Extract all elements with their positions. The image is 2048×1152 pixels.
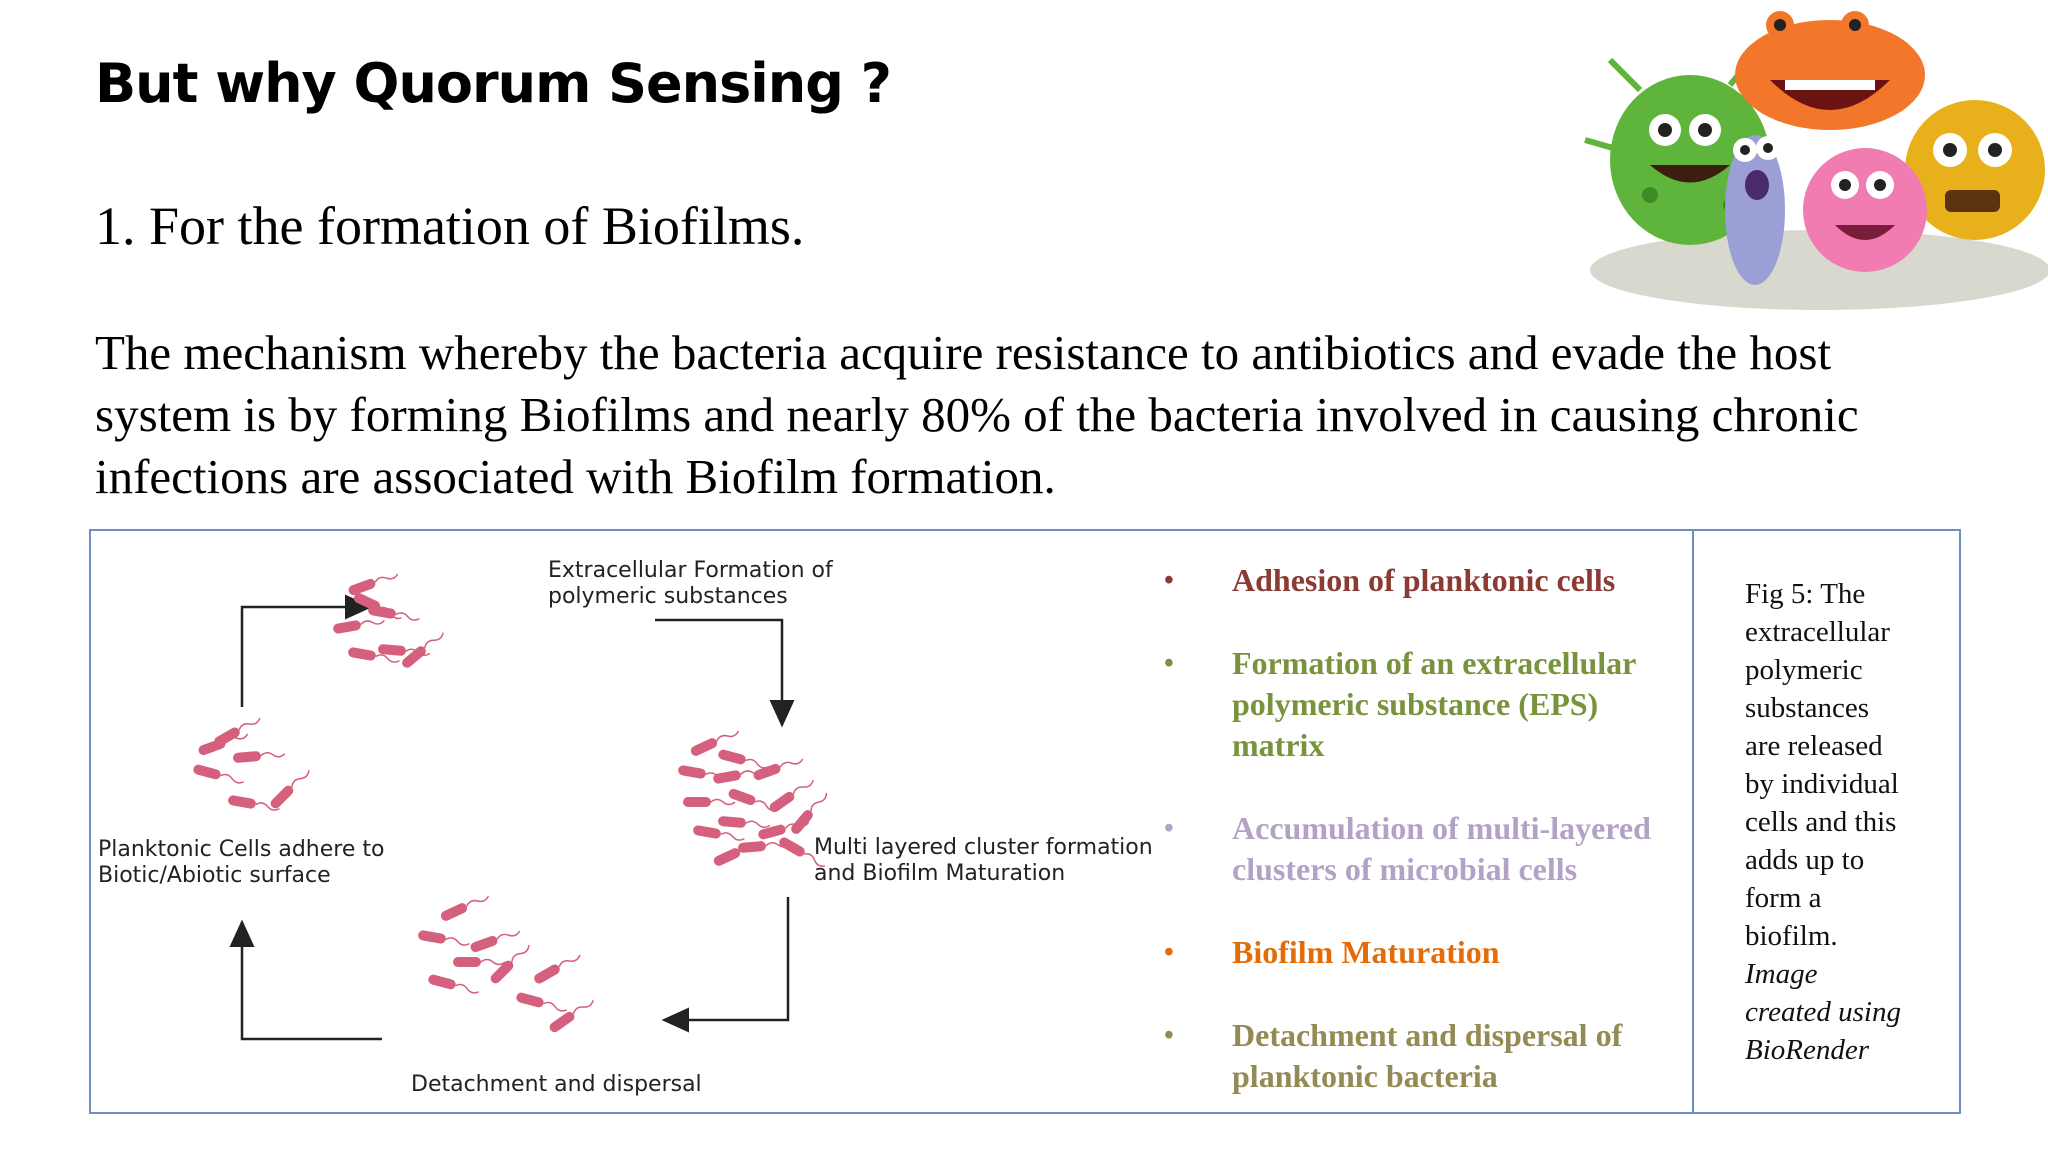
stage-item: •Adhesion of planktonic cells — [1160, 560, 1700, 601]
orange-monster — [1735, 11, 1925, 130]
bacterium — [753, 758, 804, 781]
bacterium — [402, 632, 444, 668]
bacterium — [690, 730, 740, 756]
caption-credit: Image created using BioRender — [1745, 958, 1901, 1066]
arrow-left-to-top — [240, 594, 373, 707]
figure-frame — [89, 529, 1961, 1114]
biofilm-cycle-diagram: Extracellular Formation of polymeric sub… — [92, 532, 1172, 1110]
label-detachment: Detachment and dispersal — [411, 1072, 702, 1097]
paragraph-line: The mechanism whereby the bacteria acqui… — [95, 325, 1832, 380]
slide-subtitle: 1. For the formation of Biofilms. — [95, 196, 805, 256]
label-multilayer-maturation: Multi layered cluster formation and Biof… — [814, 835, 1153, 886]
bacterium — [214, 717, 261, 747]
bacterium — [193, 764, 245, 784]
bacterium — [516, 992, 568, 1012]
stage-item: •Biofilm Maturation — [1160, 932, 1700, 973]
bacterium — [718, 816, 771, 829]
bullet: • — [1164, 648, 1174, 679]
yellow-monster — [1905, 100, 2045, 240]
bacterium — [348, 647, 400, 663]
label-eps-formation: Extracellular Formation of polymeric sub… — [548, 558, 833, 609]
cycle-svg — [193, 573, 828, 1041]
bacterium — [228, 795, 280, 811]
figure-caption: Fig 5: The extracellular polymeric subst… — [1745, 575, 1950, 1069]
bacterium — [428, 974, 480, 994]
bacterium — [779, 837, 826, 867]
paragraph-line: system is by forming Biofilms and nearly… — [95, 387, 1859, 442]
bacterium — [418, 930, 470, 946]
cartoon-bacteria-illustration — [1584, 11, 2048, 310]
figure-divider — [1692, 529, 1694, 1114]
intro-paragraph: The mechanism whereby the bacteria acqui… — [95, 322, 1995, 508]
slide-title: But why Quorum Sensing ? — [95, 52, 892, 115]
bacterium — [693, 825, 745, 841]
bullet: • — [1164, 813, 1174, 844]
bullet: • — [1164, 1020, 1174, 1051]
bacterium — [470, 930, 521, 953]
purple-monster — [1725, 135, 1785, 285]
label-planktonic-adhesion: Planktonic Cells adhere to Biotic/Abioti… — [98, 837, 385, 888]
arrow-top-to-right — [655, 618, 795, 728]
arrow-bottom-to-left — [229, 919, 382, 1041]
biofilm-stages-list: •Adhesion of planktonic cells •Formation… — [1160, 560, 1700, 1139]
bacterium — [270, 770, 310, 809]
bacterium — [683, 797, 736, 807]
bacterium — [348, 573, 399, 596]
bullet: • — [1164, 937, 1174, 968]
bacterium — [353, 593, 402, 620]
bacterium — [549, 999, 594, 1033]
bacterium — [333, 619, 385, 634]
bacterium — [718, 749, 770, 769]
bacterium — [490, 945, 530, 984]
bacterium — [791, 792, 828, 834]
bacterium — [233, 751, 286, 763]
bullet: • — [1164, 565, 1174, 596]
bacterium — [440, 895, 490, 921]
pink-monster — [1803, 148, 1927, 272]
bacterium — [769, 779, 814, 813]
arrow-right-to-bottom — [661, 897, 790, 1033]
bacterium — [534, 954, 581, 984]
bacterium — [453, 957, 506, 967]
bacterium — [713, 840, 763, 866]
paragraph-line: infections are associated with Biofilm f… — [95, 449, 1056, 504]
